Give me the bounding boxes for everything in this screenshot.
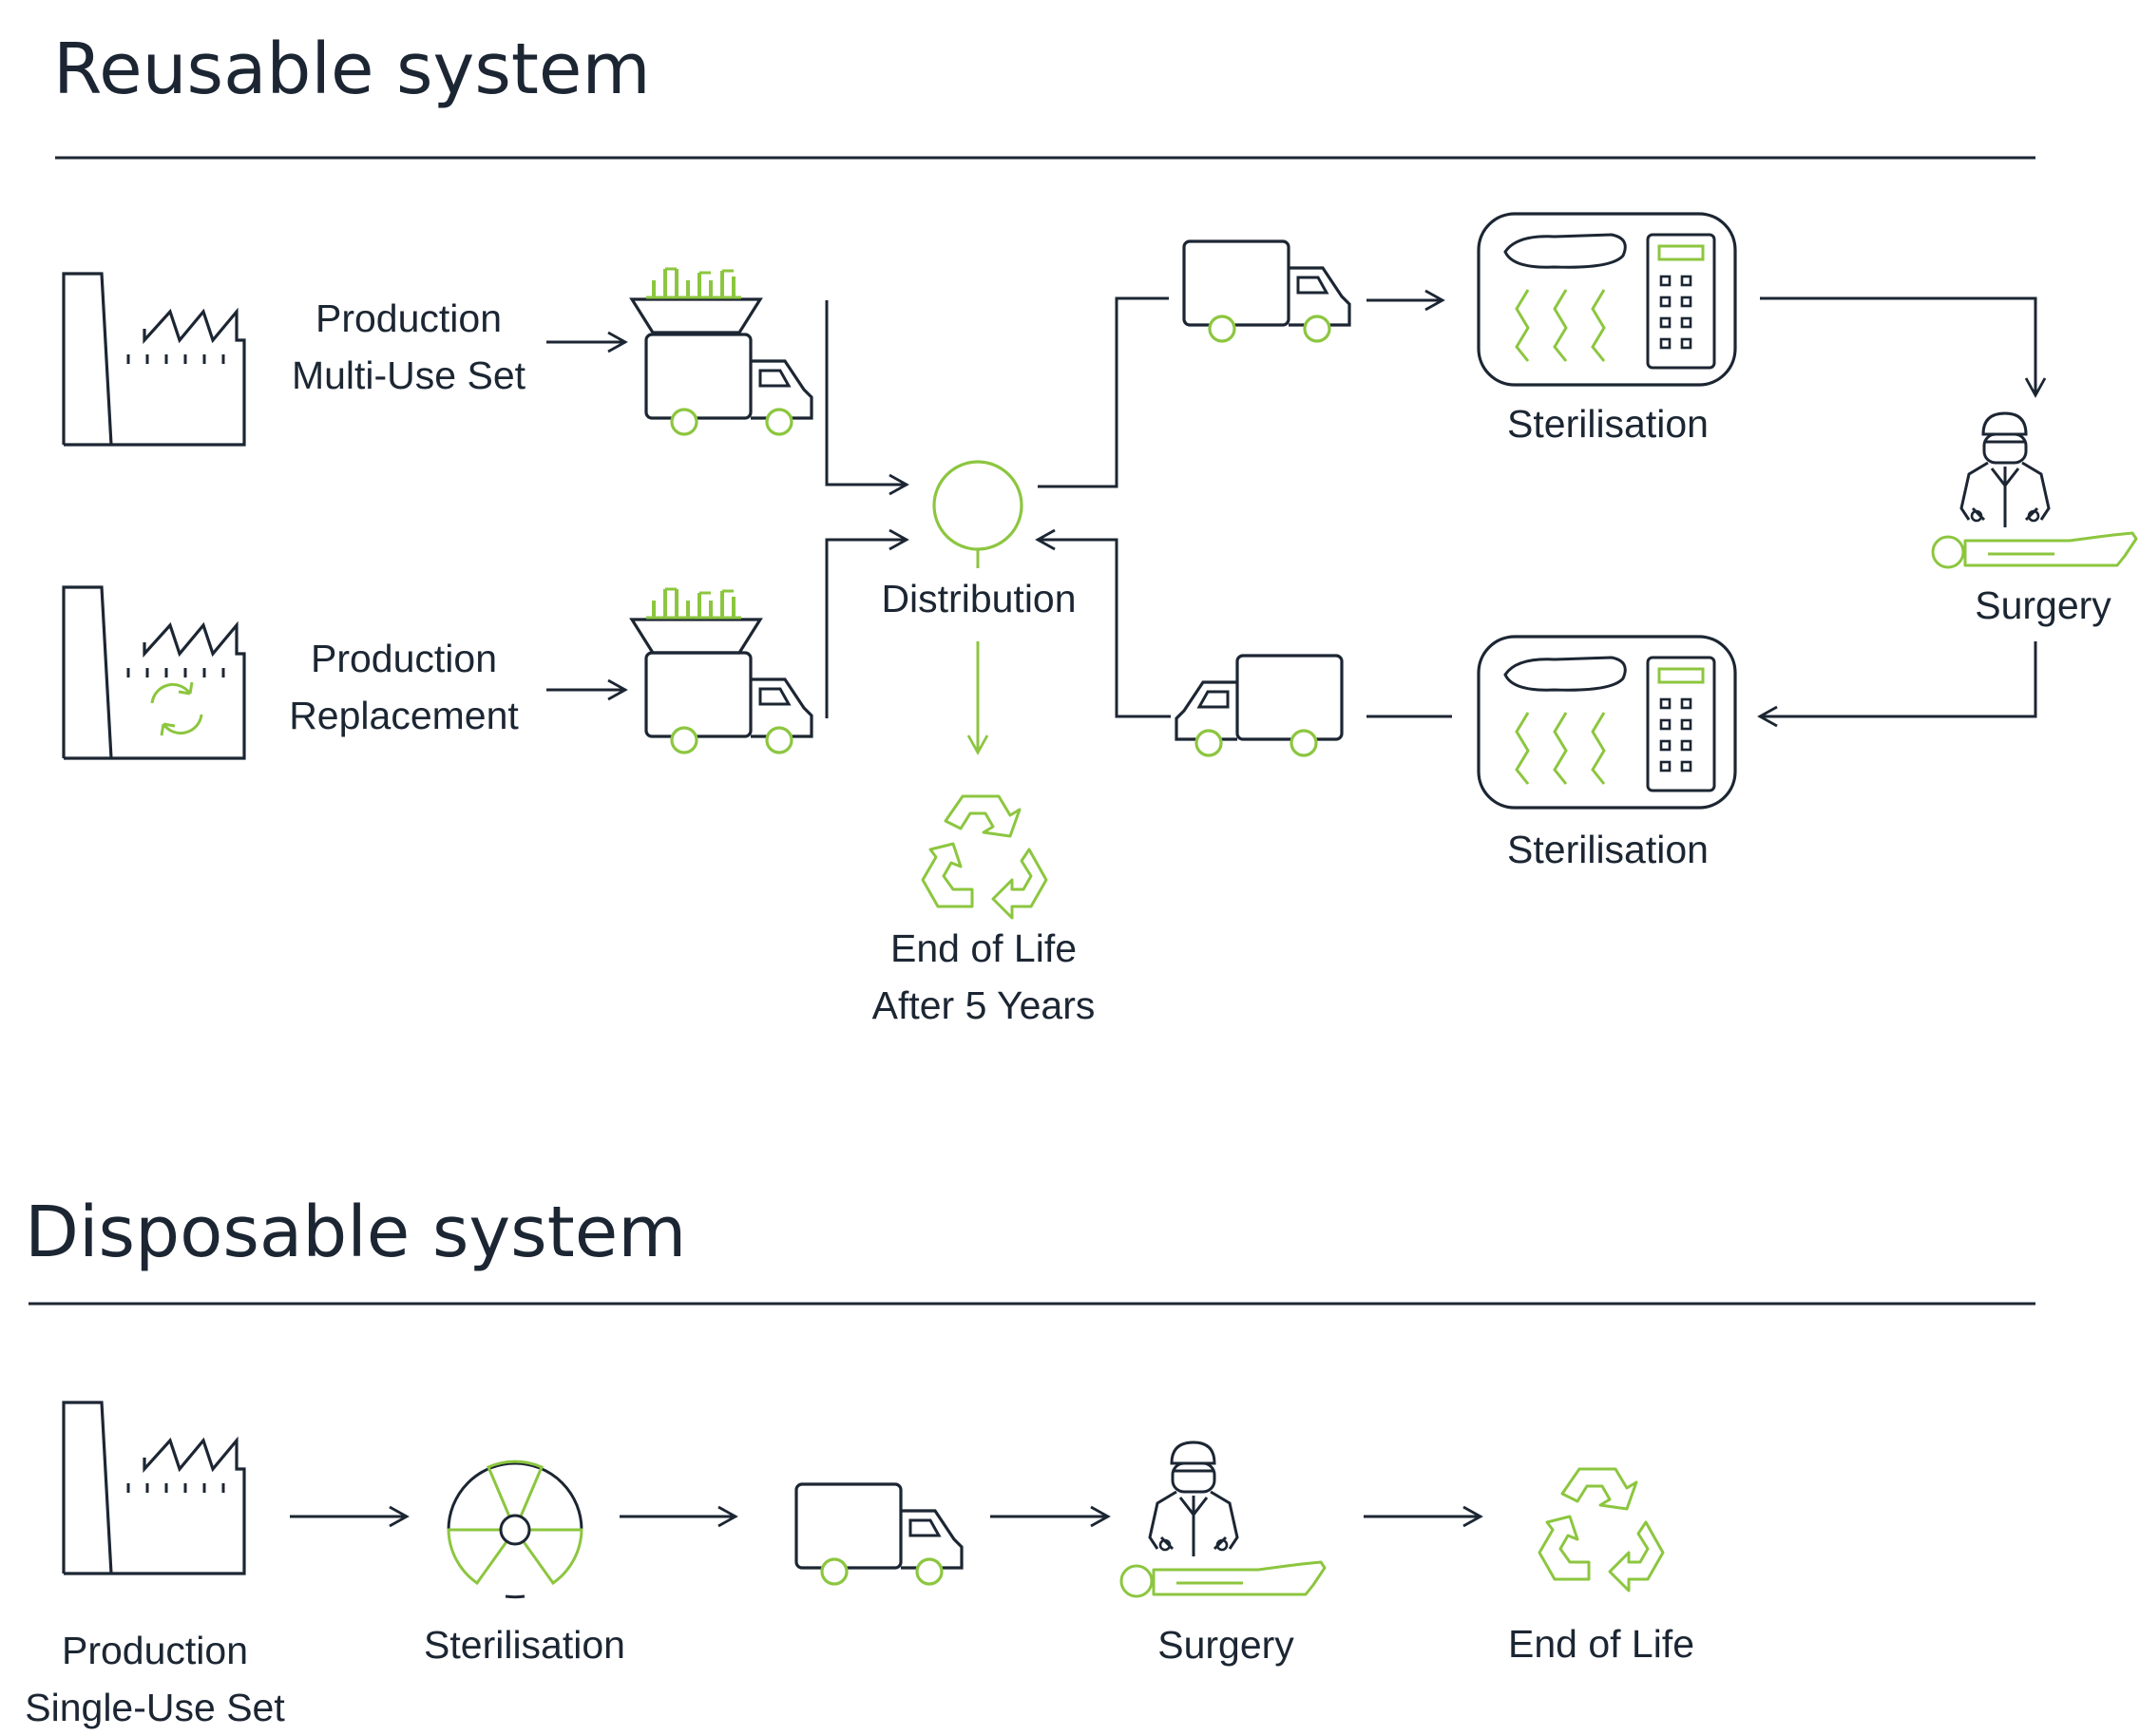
production-single-label: Production Single-Use Set bbox=[3, 1622, 307, 1736]
production-single-line2: Single-Use Set bbox=[25, 1686, 285, 1729]
end-of-life-line1: End of Life bbox=[889, 926, 1078, 970]
end-of-life-label: End of Life After 5 Years bbox=[841, 920, 1126, 1034]
sterilisation-bottom-label: Sterilisation bbox=[1507, 828, 1709, 871]
production-replacement-line2: Replacement bbox=[289, 694, 519, 737]
flow-connector bbox=[825, 300, 909, 496]
autoclave-icon bbox=[1477, 635, 1737, 810]
sterilisation-disposable-label: Sterilisation bbox=[424, 1623, 625, 1667]
circle-node-icon bbox=[932, 460, 1023, 551]
bin-truck-icon bbox=[630, 267, 813, 436]
factory-icon bbox=[62, 272, 246, 447]
disposable-title: Disposable system bbox=[25, 1192, 687, 1273]
production-multi-line1: Production bbox=[315, 296, 502, 340]
production-replacement-line1: Production bbox=[310, 637, 497, 680]
surgeon-patient-icon bbox=[1119, 1440, 1327, 1598]
end-of-life-line2: After 5 Years bbox=[871, 983, 1096, 1027]
truck-icon bbox=[1175, 654, 1344, 757]
flow-connector bbox=[825, 528, 909, 718]
bin-truck-icon bbox=[630, 587, 813, 754]
end-of-life-disposable-label: End of Life bbox=[1507, 1622, 1695, 1666]
truck-icon bbox=[1182, 239, 1351, 343]
production-single-line1: Production bbox=[61, 1629, 248, 1672]
sterilisation-top-label: Sterilisation bbox=[1507, 402, 1709, 446]
flow-connector bbox=[1760, 296, 2047, 398]
factory-recycle-icon bbox=[62, 585, 246, 760]
production-replacement-label: Production Replacement bbox=[252, 630, 556, 744]
production-multi-line2: Multi-Use Set bbox=[291, 353, 526, 397]
recycle-icon bbox=[921, 794, 1048, 920]
flow-connector bbox=[1035, 528, 1171, 718]
reusable-title: Reusable system bbox=[53, 29, 651, 110]
flow-connector bbox=[1038, 296, 1169, 488]
truck-icon bbox=[794, 1482, 964, 1586]
flow-connector bbox=[1757, 641, 2037, 728]
recycle-icon bbox=[1538, 1467, 1665, 1593]
factory-icon bbox=[62, 1401, 246, 1575]
distribution-label: Distribution bbox=[881, 577, 1077, 620]
production-multi-label: Production Multi-Use Set bbox=[257, 290, 561, 404]
surgery-disposable-label: Surgery bbox=[1157, 1623, 1294, 1667]
radiation-icon bbox=[447, 1459, 583, 1599]
surgery-label: Surgery bbox=[1975, 583, 2111, 627]
surgeon-patient-icon bbox=[1931, 411, 2138, 569]
autoclave-icon bbox=[1477, 212, 1737, 387]
